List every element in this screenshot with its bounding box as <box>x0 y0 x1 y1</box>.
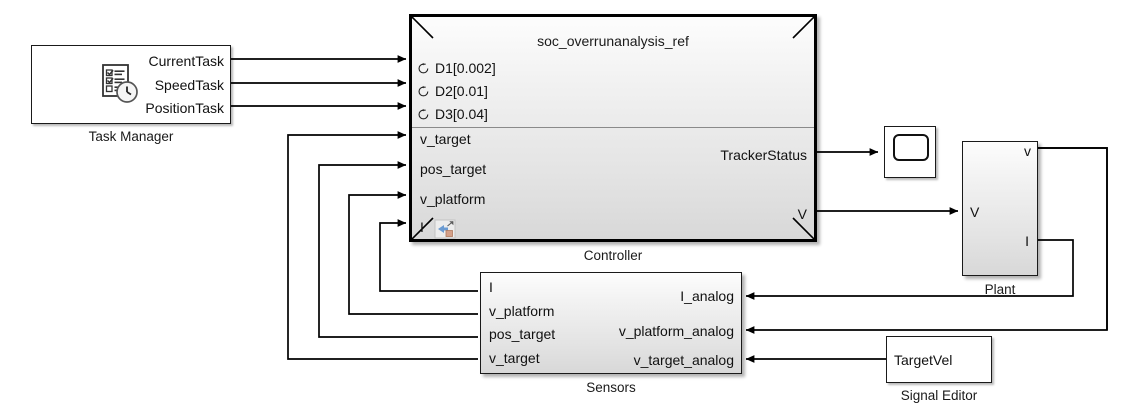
port-label-speedtask: SpeedTask <box>154 77 224 93</box>
event-port-d2[interactable]: D2[0.01] <box>417 83 488 99</box>
sensors-output-v-platform: v_platform <box>489 303 555 319</box>
task-checklist-clock-icon <box>96 61 142 107</box>
port-label-currenttask: CurrentTask <box>148 53 224 69</box>
periodic-event-icon <box>418 62 429 73</box>
event-port-d2-label: D2[0.01] <box>435 83 488 99</box>
sensors-output-pos-target: pos_target <box>489 326 556 342</box>
corner-cut-bottom-right <box>792 217 814 239</box>
block-controller[interactable]: soc_overrunanalysis_ref D1[0.002] D2[0.0… <box>409 14 817 242</box>
block-label-signal-editor: Signal Editor <box>900 388 978 403</box>
model-reference-icon <box>434 219 456 239</box>
event-data-separator <box>412 127 814 128</box>
controller-output-v: V <box>797 206 807 222</box>
block-sensors[interactable]: I v_platform pos_target v_target I_analo… <box>480 272 742 374</box>
controller-input-pos-target: pos_target <box>420 161 487 177</box>
block-task-manager[interactable]: CurrentTask SpeedTask PositionTask <box>31 45 231 124</box>
plant-output-i: I <box>1025 233 1029 249</box>
periodic-event-icon <box>418 108 429 119</box>
block-scope[interactable] <box>884 126 936 178</box>
block-label-controller: Controller <box>583 248 643 263</box>
corner-cut-top-left <box>412 17 434 39</box>
block-signal-editor[interactable]: TargetVel <box>886 336 992 383</box>
corner-cut-top-right <box>792 17 814 39</box>
sensors-input-i-analog: I_analog <box>680 288 734 304</box>
event-port-d3[interactable]: D3[0.04] <box>417 106 488 122</box>
plant-input-v: V <box>970 204 980 220</box>
periodic-event-icon <box>418 85 429 96</box>
signal-editor-signal-label: TargetVel <box>894 352 953 368</box>
event-port-d1[interactable]: D1[0.002] <box>417 60 496 76</box>
block-label-task-manager: Task Manager <box>88 129 174 144</box>
sensors-input-v-platform-analog: v_platform_analog <box>618 323 734 339</box>
controller-input-v-target: v_target <box>420 131 471 147</box>
port-label-positiontask: PositionTask <box>145 100 224 116</box>
block-plant[interactable]: v V I <box>962 141 1038 276</box>
sensors-output-i: I <box>489 279 493 295</box>
event-port-d3-label: D3[0.04] <box>435 106 488 122</box>
sensors-output-v-target: v_target <box>489 350 540 366</box>
scope-icon <box>893 134 929 161</box>
block-label-plant: Plant <box>984 282 1016 297</box>
block-label-sensors: Sensors <box>586 380 636 395</box>
controller-input-v-platform: v_platform <box>420 191 486 207</box>
controller-title: soc_overrunanalysis_ref <box>537 33 689 49</box>
corner-cut-bottom-left <box>412 217 434 239</box>
sensors-input-v-target-analog: v_target_analog <box>633 352 734 368</box>
controller-output-trackerstatus: TrackerStatus <box>720 147 807 163</box>
event-port-d1-label: D1[0.002] <box>435 60 496 76</box>
plant-output-v-lower: v <box>1024 143 1031 159</box>
controller-input-i: I <box>420 219 424 235</box>
